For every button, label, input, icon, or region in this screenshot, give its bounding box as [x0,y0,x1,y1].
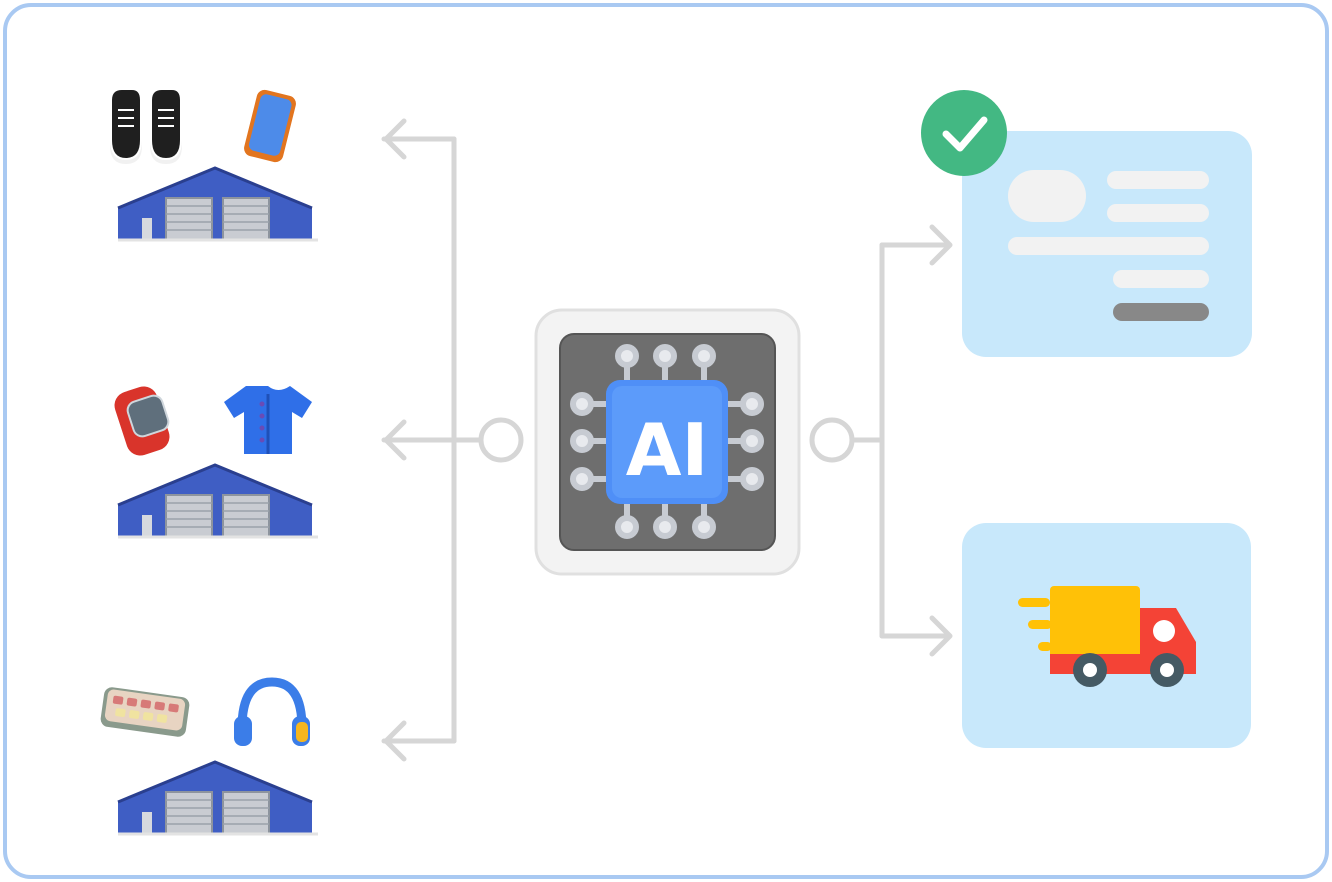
doc-line [1008,237,1209,255]
left-connectors [381,118,524,762]
smartwatch-icon [114,386,170,456]
delivery-truck-icon [1018,586,1196,687]
connector-node-right [809,417,855,463]
sneakers-icon [110,90,182,164]
chip-pins [570,344,764,539]
doc-line [1113,270,1209,288]
doc-line [1107,204,1209,222]
arrow-right-icon [929,224,953,266]
right-connectors [809,224,953,657]
doc-avatar-placeholder [1008,170,1086,222]
shirt-icon [224,386,312,454]
doc-total-line [1113,303,1209,321]
checkmark-icon [921,90,1007,176]
keyboard-icon [100,687,190,737]
arrow-left-icon [383,419,407,461]
arrow-left-icon [383,118,407,160]
arrow-right-icon [929,615,953,657]
arrow-left-icon [383,720,407,762]
order-document-card [921,90,1252,357]
warehouse-group-1 [110,89,320,242]
ai-chip: AI [534,308,801,576]
doc-line [1107,171,1209,189]
smartphone-icon [244,89,296,163]
headphones-icon [234,677,310,746]
warehouse-3 [116,760,320,836]
warehouse-group-3 [100,677,320,836]
connector-node-left [478,417,524,463]
warehouse-group-2 [114,386,320,539]
warehouse-1 [116,166,320,242]
chip-label: AI [626,408,709,492]
delivery-card [962,523,1251,748]
warehouse-2 [116,463,320,539]
